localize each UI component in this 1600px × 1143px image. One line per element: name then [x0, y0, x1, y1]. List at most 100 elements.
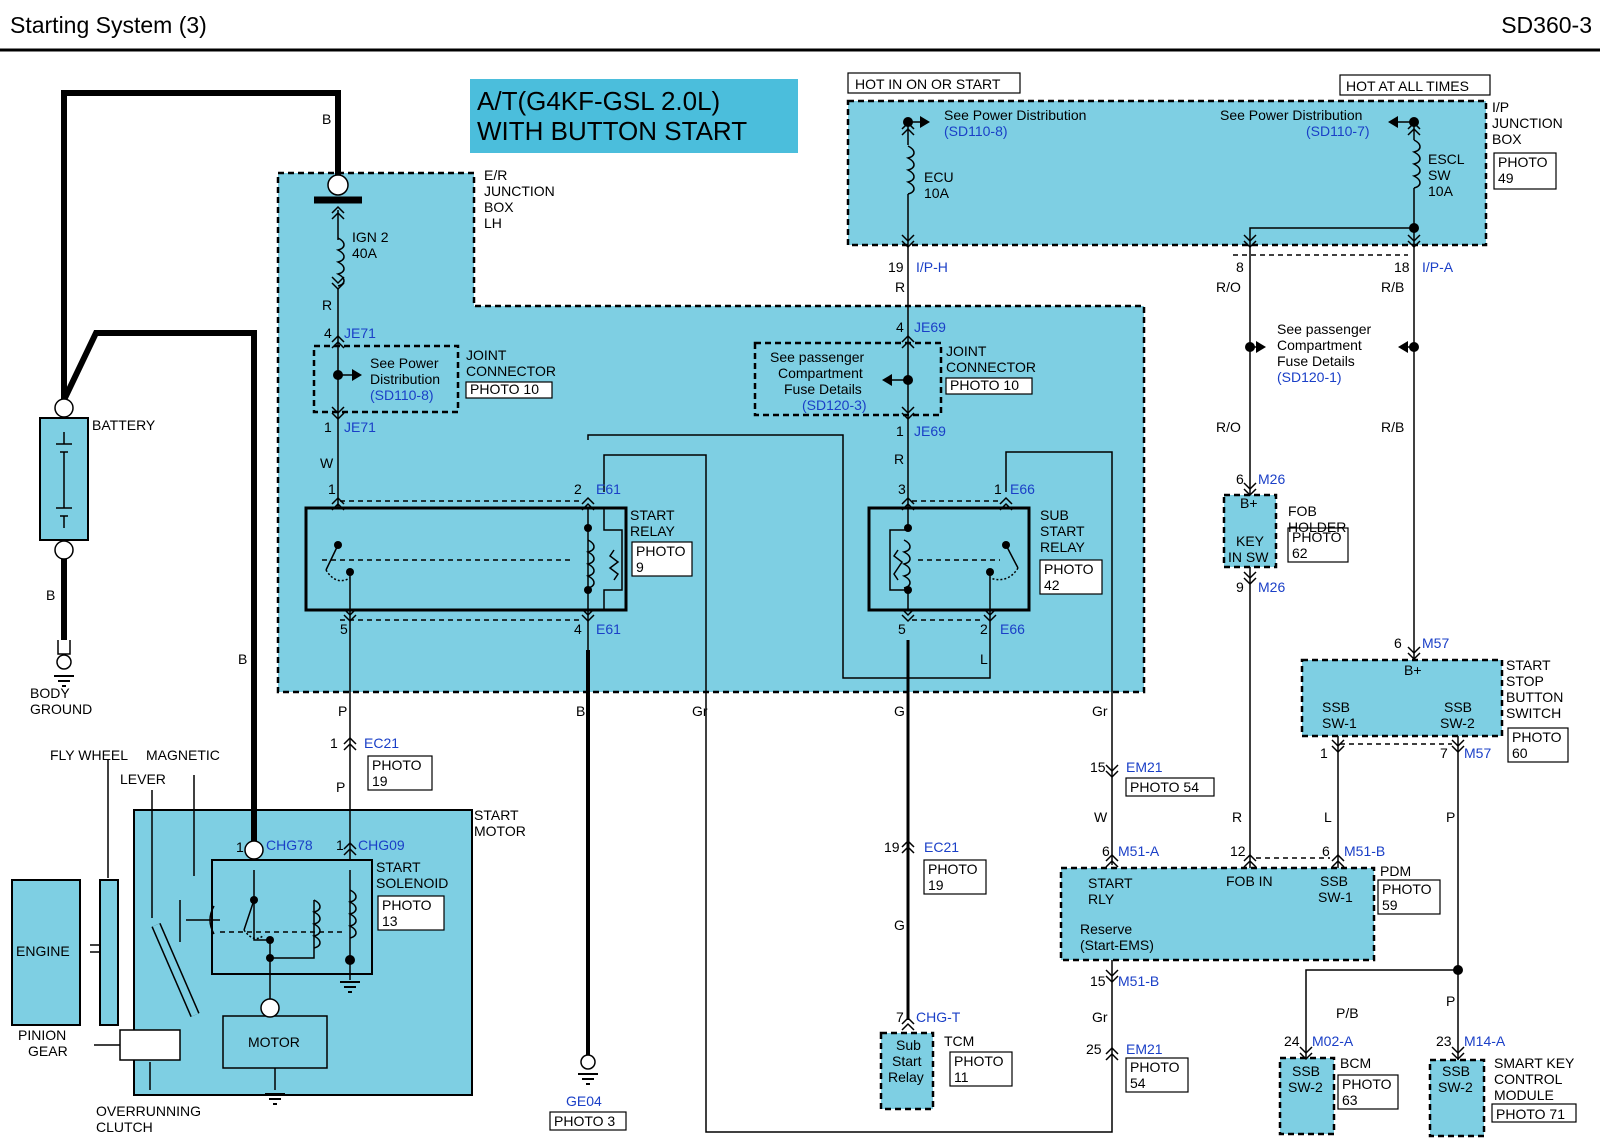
- joint-connector-left: [312, 344, 460, 414]
- ip_box-spd_left-label: See Power Distribution: [944, 107, 1086, 123]
- sub_relay-label-1-label: START: [1040, 523, 1085, 539]
- fob-photo-0-label: PHOTO: [1292, 529, 1342, 545]
- start_relay-label-0-label: START: [630, 507, 675, 523]
- sub_relay-p2-label: 2: [980, 621, 988, 637]
- engine-box: [11, 879, 81, 1026]
- ssb_switch-label-1-label: STOP: [1506, 673, 1544, 689]
- ip-junction-box: [846, 99, 1488, 247]
- start_relay-p4-label: 4: [574, 621, 582, 637]
- start_relay-label-1-label: RELAY: [630, 523, 676, 539]
- tcm-wire_g2-label: G: [894, 917, 905, 933]
- smartkey-label-1-label: CONTROL: [1494, 1071, 1563, 1087]
- ec21-photo-0-label: PHOTO: [372, 757, 422, 773]
- pdm-pin6a-label: 6: [1102, 843, 1110, 859]
- label-boxes: [367, 72, 1577, 1131]
- motor-pinion-0-label: PINION: [18, 1027, 66, 1043]
- bcm-box-1-label: SW-2: [1288, 1079, 1323, 1095]
- ssb_switch-wire_rb1-label: R/B: [1381, 279, 1404, 295]
- er_box-photo_right-label: PHOTO 10: [950, 377, 1019, 393]
- battery-wire_b2-label: B: [238, 651, 247, 667]
- er_box-jc_left-0-label: See Power: [370, 355, 439, 371]
- bcm-box-0-label: SSB: [1292, 1063, 1320, 1079]
- er_box-wire_r_top-label: R: [895, 279, 905, 295]
- motor-label-0-label: START: [474, 807, 519, 823]
- ec21-wire_p1-label: P: [338, 703, 347, 719]
- hot-in-on-label: HOT IN ON OR START: [855, 76, 1001, 92]
- bcm-conn-label: M02-A: [1312, 1033, 1354, 1049]
- fob-pin9-label: 9: [1236, 579, 1244, 595]
- tcm-box-1-label: Start: [892, 1053, 922, 1069]
- ssb_switch-photo-0-label: PHOTO: [1512, 729, 1562, 745]
- motor-lever-label: LEVER: [120, 771, 166, 787]
- ip_box-label-0-label: I/P: [1492, 99, 1509, 115]
- ip_box-fuse_escl-0-label: ESCL: [1428, 151, 1465, 167]
- motor-overrun-0-label: OVERRUNNING: [96, 1103, 201, 1119]
- motor-overrun-1-label: CLUTCH: [96, 1119, 153, 1135]
- ip_box-fuse_ecu-0-label: ECU: [924, 169, 954, 185]
- fob-m26b-label: M26: [1258, 579, 1285, 595]
- ssb_switch-label-0-label: START: [1506, 657, 1551, 673]
- ip_box-fuse_ecu-1-label: 10A: [924, 185, 950, 201]
- ssb_switch-wire_pb-label: P/B: [1336, 1005, 1359, 1021]
- pdm-pin6b-label: 6: [1322, 843, 1330, 859]
- ip_box-spd_left_ref-label: (SD110-8): [944, 123, 1008, 139]
- ip_box-photo-0-label: PHOTO: [1498, 154, 1548, 170]
- er_box-je69b-label: JE69: [914, 423, 946, 439]
- er_box-fuse-1-label: 40A: [352, 245, 378, 261]
- smartkey-box: [1428, 1058, 1486, 1138]
- ec21-wire_p2-label: P: [336, 779, 345, 795]
- ip_box-conn_iph-label: I/P-H: [916, 259, 948, 275]
- pdm-em21-label: EM21: [1126, 1041, 1163, 1057]
- motor-chg09_pin-label: 1: [336, 837, 344, 853]
- pdm-em21_photo-1-label: 54: [1130, 1075, 1146, 1091]
- fob-wire_ro1-label: R/O: [1216, 279, 1241, 295]
- ssb_switch-wire_l-label: L: [1324, 809, 1332, 825]
- er_box-jc_right-0-label: See passenger: [770, 349, 865, 365]
- ip_box-fuse_escl-1-label: SW: [1428, 167, 1451, 183]
- tcm-chg_pin-label: 7: [896, 1009, 904, 1025]
- ssb_switch-bplus-label: B+: [1404, 662, 1422, 678]
- start_relay-photo-0-label: PHOTO: [636, 543, 686, 559]
- fob-photo-1-label: 62: [1292, 545, 1308, 561]
- fob-wire_r-label: R: [1232, 809, 1242, 825]
- motor-photo-1-label: 13: [382, 913, 398, 929]
- pdm-em21_photo-0-label: PHOTO: [1130, 1059, 1180, 1075]
- pdm-m51b2-label: M51-B: [1118, 973, 1159, 989]
- er_box-pin4-label: 4: [324, 325, 332, 341]
- smartkey-label-0-label: SMART KEY: [1494, 1055, 1575, 1071]
- ssb_switch-label-2-label: BUTTON: [1506, 689, 1563, 705]
- er_box-joint_right-0-label: JOINT: [946, 343, 987, 359]
- motor-flywheel-label: FLY WHEEL: [50, 747, 128, 763]
- tcm-ec21-label: EC21: [924, 839, 959, 855]
- smartkey-label-2-label: MODULE: [1494, 1087, 1554, 1103]
- sub_relay-p3-label: 3: [898, 481, 906, 497]
- er_box-je69_pin1-label: 1: [896, 423, 904, 439]
- em21-wire_w-label: W: [1094, 809, 1108, 825]
- er_box-je69-label: JE69: [914, 319, 946, 335]
- er_box-fuse-0-label: IGN 2: [352, 229, 389, 245]
- smartkey-pin-label: 23: [1436, 1033, 1452, 1049]
- start_relay-e61b-label: E61: [596, 621, 621, 637]
- motor-motor_box-label: MOTOR: [248, 1034, 300, 1050]
- tcm-box-2-label: Relay: [888, 1069, 924, 1085]
- battery-label-label: BATTERY: [92, 417, 156, 433]
- motor-chg09-label: CHG09: [358, 837, 405, 853]
- bcm-photo-0-label: PHOTO: [1342, 1076, 1392, 1092]
- ip_box-photo-1-label: 49: [1498, 170, 1514, 186]
- motor-photo-0-label: PHOTO: [382, 897, 432, 913]
- banner-line1: A/T(G4KF-GSL 2.0L): [477, 86, 720, 116]
- pdm-em21_pin-label: 25: [1086, 1041, 1102, 1057]
- fob-key-1-label: IN SW: [1228, 549, 1269, 565]
- em21-pin15-label: 15: [1090, 759, 1106, 775]
- start_relay-p1-label: 1: [328, 481, 336, 497]
- ssb_switch-wire_p-label: P: [1446, 809, 1455, 825]
- ssb_switch-wire_rb2-label: R/B: [1381, 419, 1404, 435]
- tcm-photo-1-label: 19: [928, 877, 944, 893]
- ssb_switch-m57-label: M57: [1422, 635, 1449, 651]
- fob-m26-label: M26: [1258, 471, 1285, 487]
- sub_relay-photo-1-label: 42: [1044, 577, 1060, 593]
- ec21-name-label: EC21: [364, 735, 399, 751]
- fob-comp_see-0-label: See passenger: [1277, 321, 1372, 337]
- ip_box-pin19-label: 19: [888, 259, 904, 275]
- pdm-label-label: PDM: [1380, 863, 1411, 879]
